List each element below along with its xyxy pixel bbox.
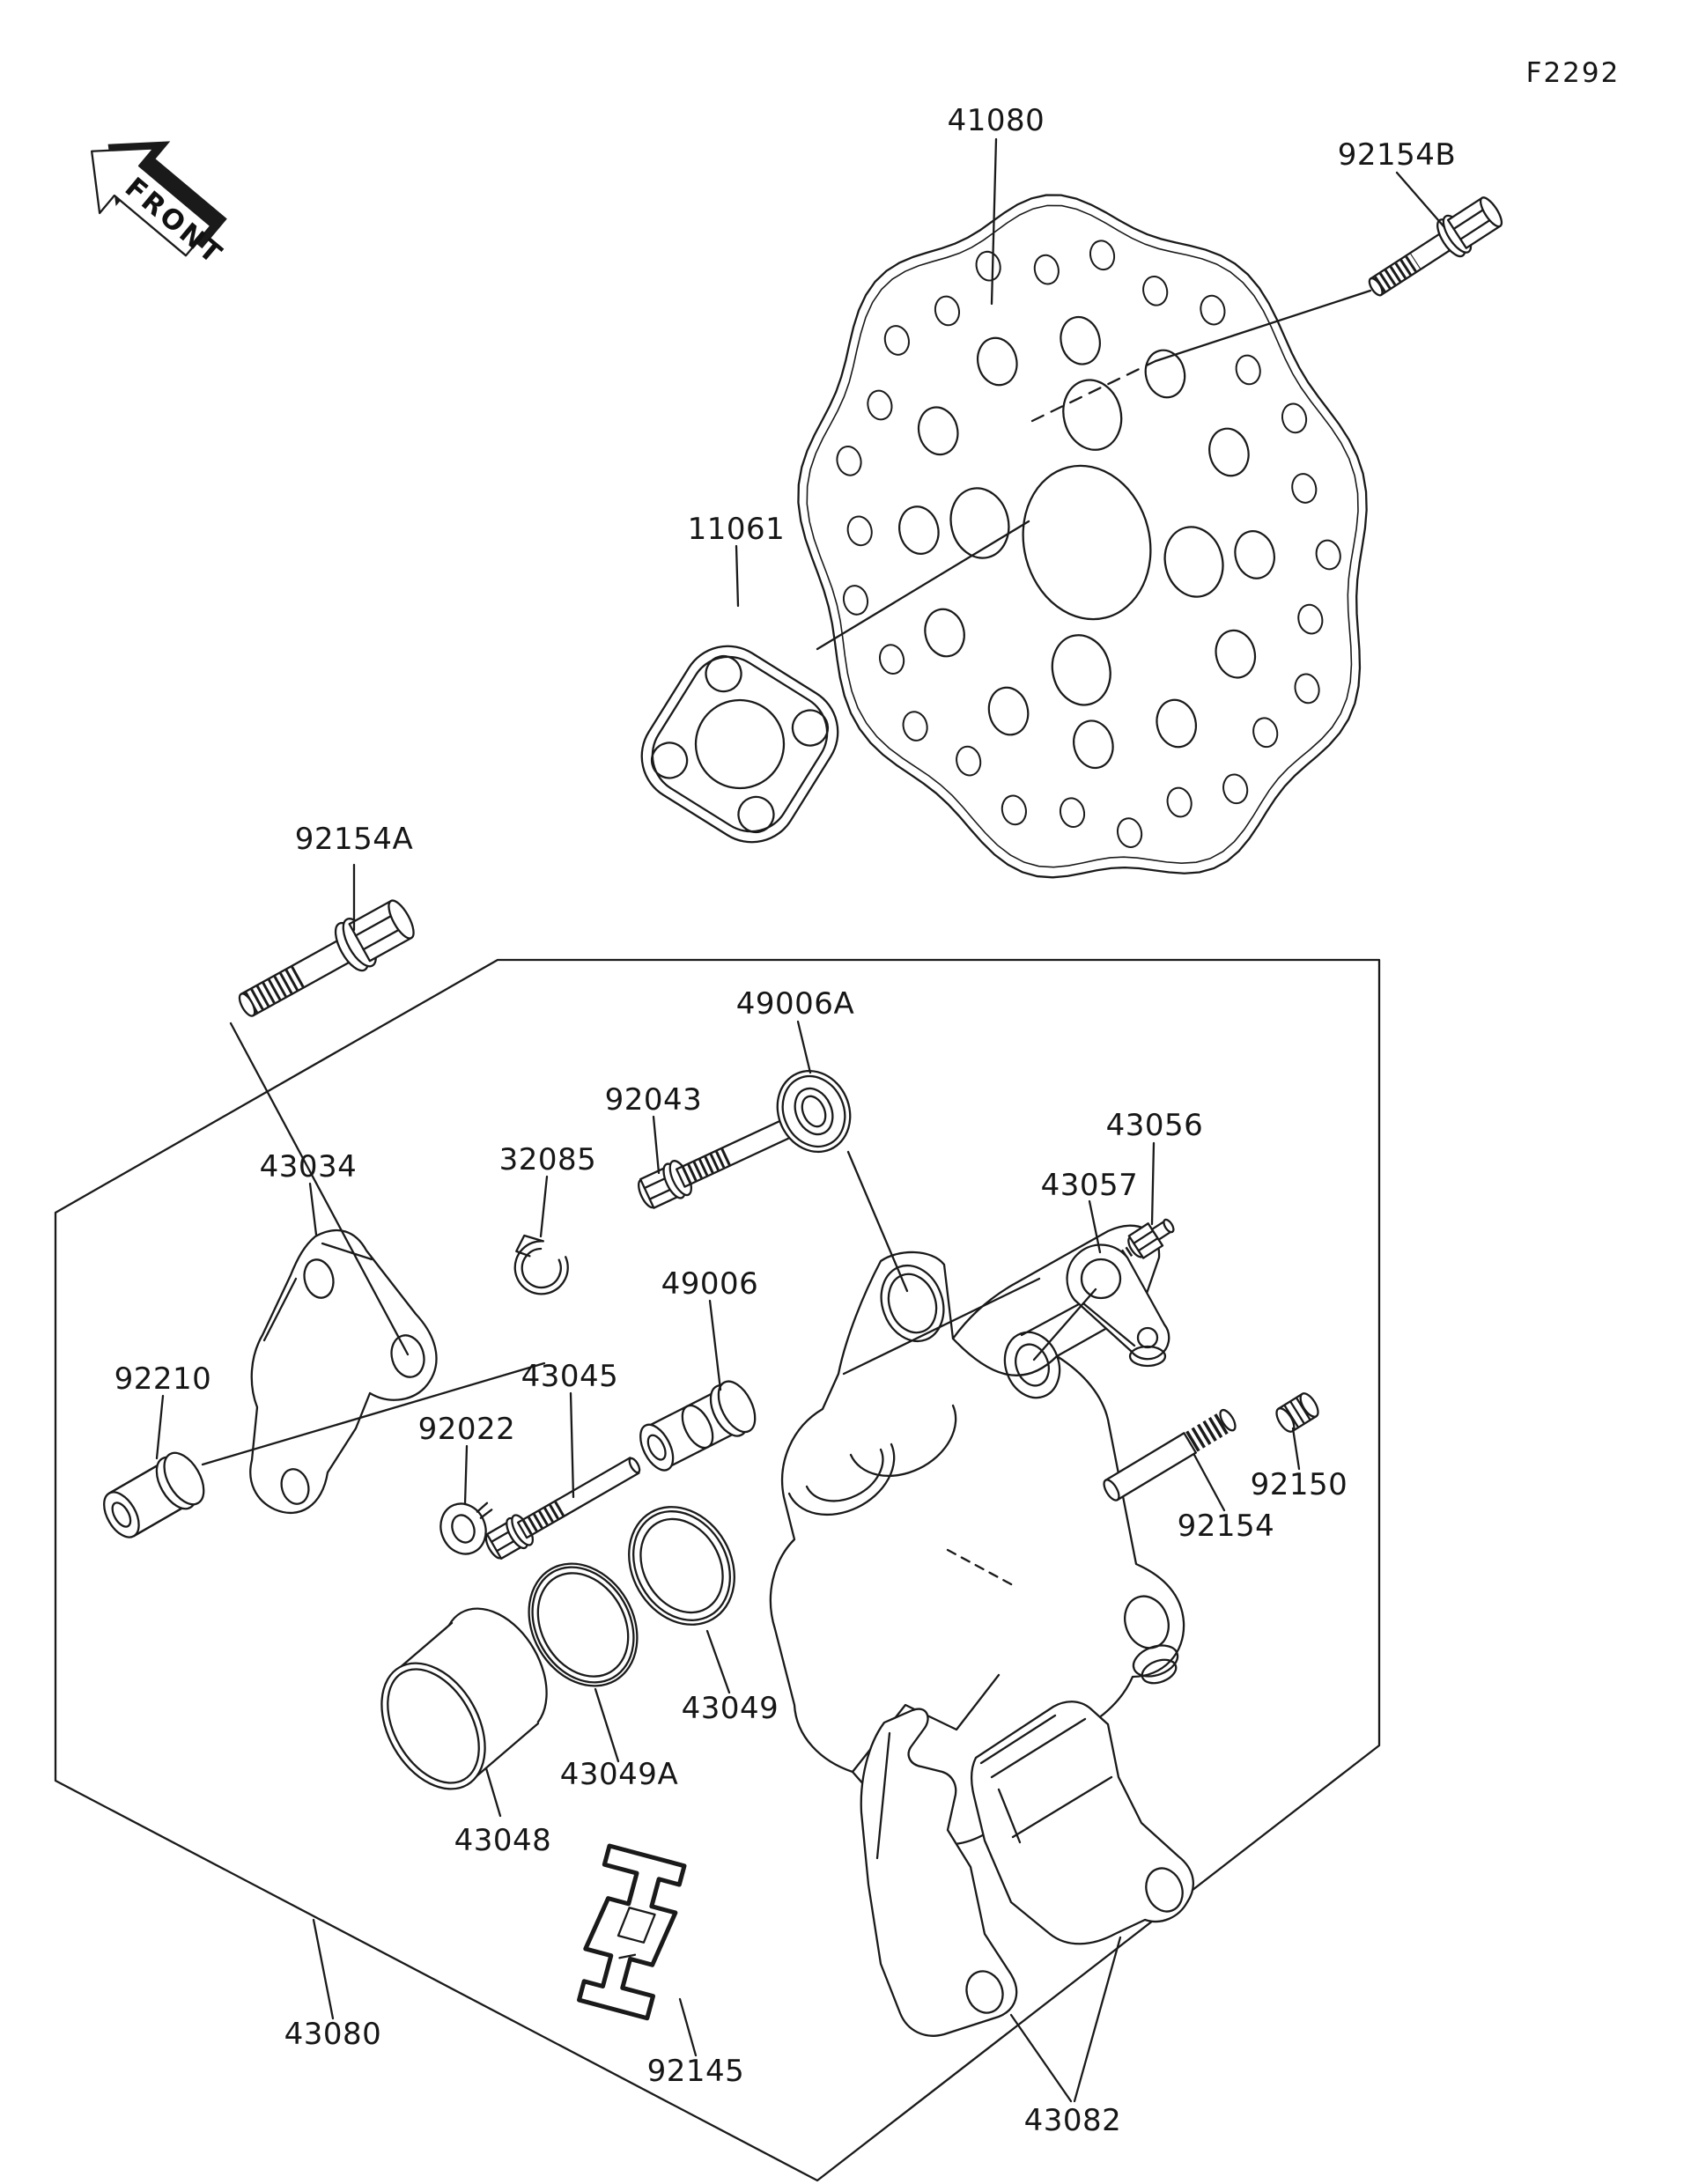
part-plug-92150 [1275,1392,1319,1433]
part-label-41080: 41080 [948,103,1045,138]
disc-vent-hole [913,403,963,459]
disc-drill-hole [1233,353,1263,387]
disc-vent-hole [1056,313,1105,368]
part-label-43045: 43045 [521,1359,619,1394]
part-label-43048: 43048 [454,1823,552,1858]
disc-vent-hole [973,334,1023,389]
part-label-43082: 43082 [1024,2103,1122,2138]
part-piston-43048 [380,1607,548,1790]
part-label-92154a: 92154A [295,822,413,857]
disc-drill-hole [1141,274,1170,307]
disc-edge-thickness-line [750,149,1436,933]
disc-bolt-hole [1157,520,1229,602]
part-boot-seal-49006a [776,1069,852,1154]
disc-drill-hole [841,583,871,616]
disc-vent-hole [1205,424,1254,480]
front-arrow-body [90,147,212,257]
part-disc-bolt-92154b [1368,196,1503,297]
disc-drill-hole [877,642,907,675]
disc-drill-hole [834,444,864,477]
disc-drill-hole [1221,772,1251,806]
disc-drill-hole [999,793,1029,827]
disc-drill-hole [1058,795,1088,829]
brake-pad-right [971,1701,1194,1945]
part-label-92145: 92145 [647,2054,745,2089]
disc-vent-hole [984,683,1033,739]
part-brake-disc [739,136,1447,945]
part-label-43057: 43057 [1041,1168,1139,1203]
part-bleed-valve-43056 [1117,1218,1175,1263]
disc-drill-hole [845,514,875,548]
disc-drill-hole [1296,602,1325,636]
part-label-11061: 11061 [688,512,786,547]
front-direction-arrow: FRONT [90,141,229,271]
disc-drill-hole [1280,402,1310,435]
part-label-49006a: 49006A [736,986,854,1022]
part-washer-92022 [439,1502,493,1555]
disc-drill-hole [933,294,963,328]
part-clip-32085 [513,1234,569,1295]
disc-vent-hole [1141,346,1190,402]
part-label-43080: 43080 [284,2017,382,2052]
disc-drill-hole [1115,815,1145,849]
part-piston-seal-43049a [528,1562,639,1687]
disc-vent-hole [1069,717,1119,772]
disc-drill-hole [865,388,895,422]
part-brake-pads [860,1701,1194,2037]
disc-outer-edge [739,136,1447,945]
disc-drill-hole [1031,253,1061,286]
disc-drill-hole [1289,471,1319,505]
part-boot-49006 [639,1380,757,1472]
part-label-92150: 92150 [1251,1467,1348,1502]
part-label-43034: 43034 [260,1149,358,1184]
disc-drill-hole [1292,672,1322,705]
disc-drill-hole [900,709,930,742]
disc-center-hole [1008,452,1167,632]
part-label-92043: 92043 [605,1082,703,1118]
part-pin-bolt-43045 [484,1457,641,1561]
part-label-43056: 43056 [1106,1108,1204,1143]
leader-lines [155,137,1446,2103]
disc-vent-hole [895,503,944,558]
part-link-arm-43057 [1066,1243,1170,1368]
disc-vent-hole [1230,527,1280,582]
part-label-43049: 43049 [682,1691,779,1726]
disc-bolt-hole [1056,374,1128,456]
disc-drill-hole [1313,538,1343,572]
part-label-92154: 92154 [1178,1509,1275,1544]
brake-pad-left [860,1708,1018,2037]
part-label-32085: 32085 [499,1142,597,1177]
part-bushing-92210 [103,1451,205,1538]
disc-bolt-hole [1045,629,1118,711]
part-pad-spring-92145 [577,1843,687,2021]
part-label-92022: 92022 [418,1412,516,1447]
disc-drill-hole [1198,293,1228,327]
assembly-outline-box [54,958,1381,2182]
disc-drill-hole [954,744,984,778]
disc-vent-hole [1152,696,1201,751]
part-gasket [640,645,839,844]
disc-drill-hole [1164,786,1194,819]
part-number-labels: 41080 92154B 11061 92154A 49006A 92043 3… [114,103,1456,2138]
part-dust-seal-43049 [628,1506,735,1626]
figure-code: F2292 [1526,57,1621,89]
part-caliper-bracket [249,1228,438,1515]
disc-drill-hole [882,323,912,357]
disc-drill-hole [1251,716,1281,749]
disc-drill-hole [1088,239,1118,272]
part-label-92154b: 92154B [1338,137,1456,173]
part-label-43049a: 43049A [560,1757,678,1792]
part-mount-bolt-92154a [238,899,415,1017]
disc-vent-hole [1211,626,1260,682]
part-label-92210: 92210 [114,1361,212,1397]
disc-bolt-hole [943,482,1015,564]
disc-vent-hole [920,605,970,660]
part-caliper-body [769,1224,1185,1846]
part-label-49006: 49006 [661,1266,759,1302]
part-slide-pin-92154 [1103,1408,1237,1502]
